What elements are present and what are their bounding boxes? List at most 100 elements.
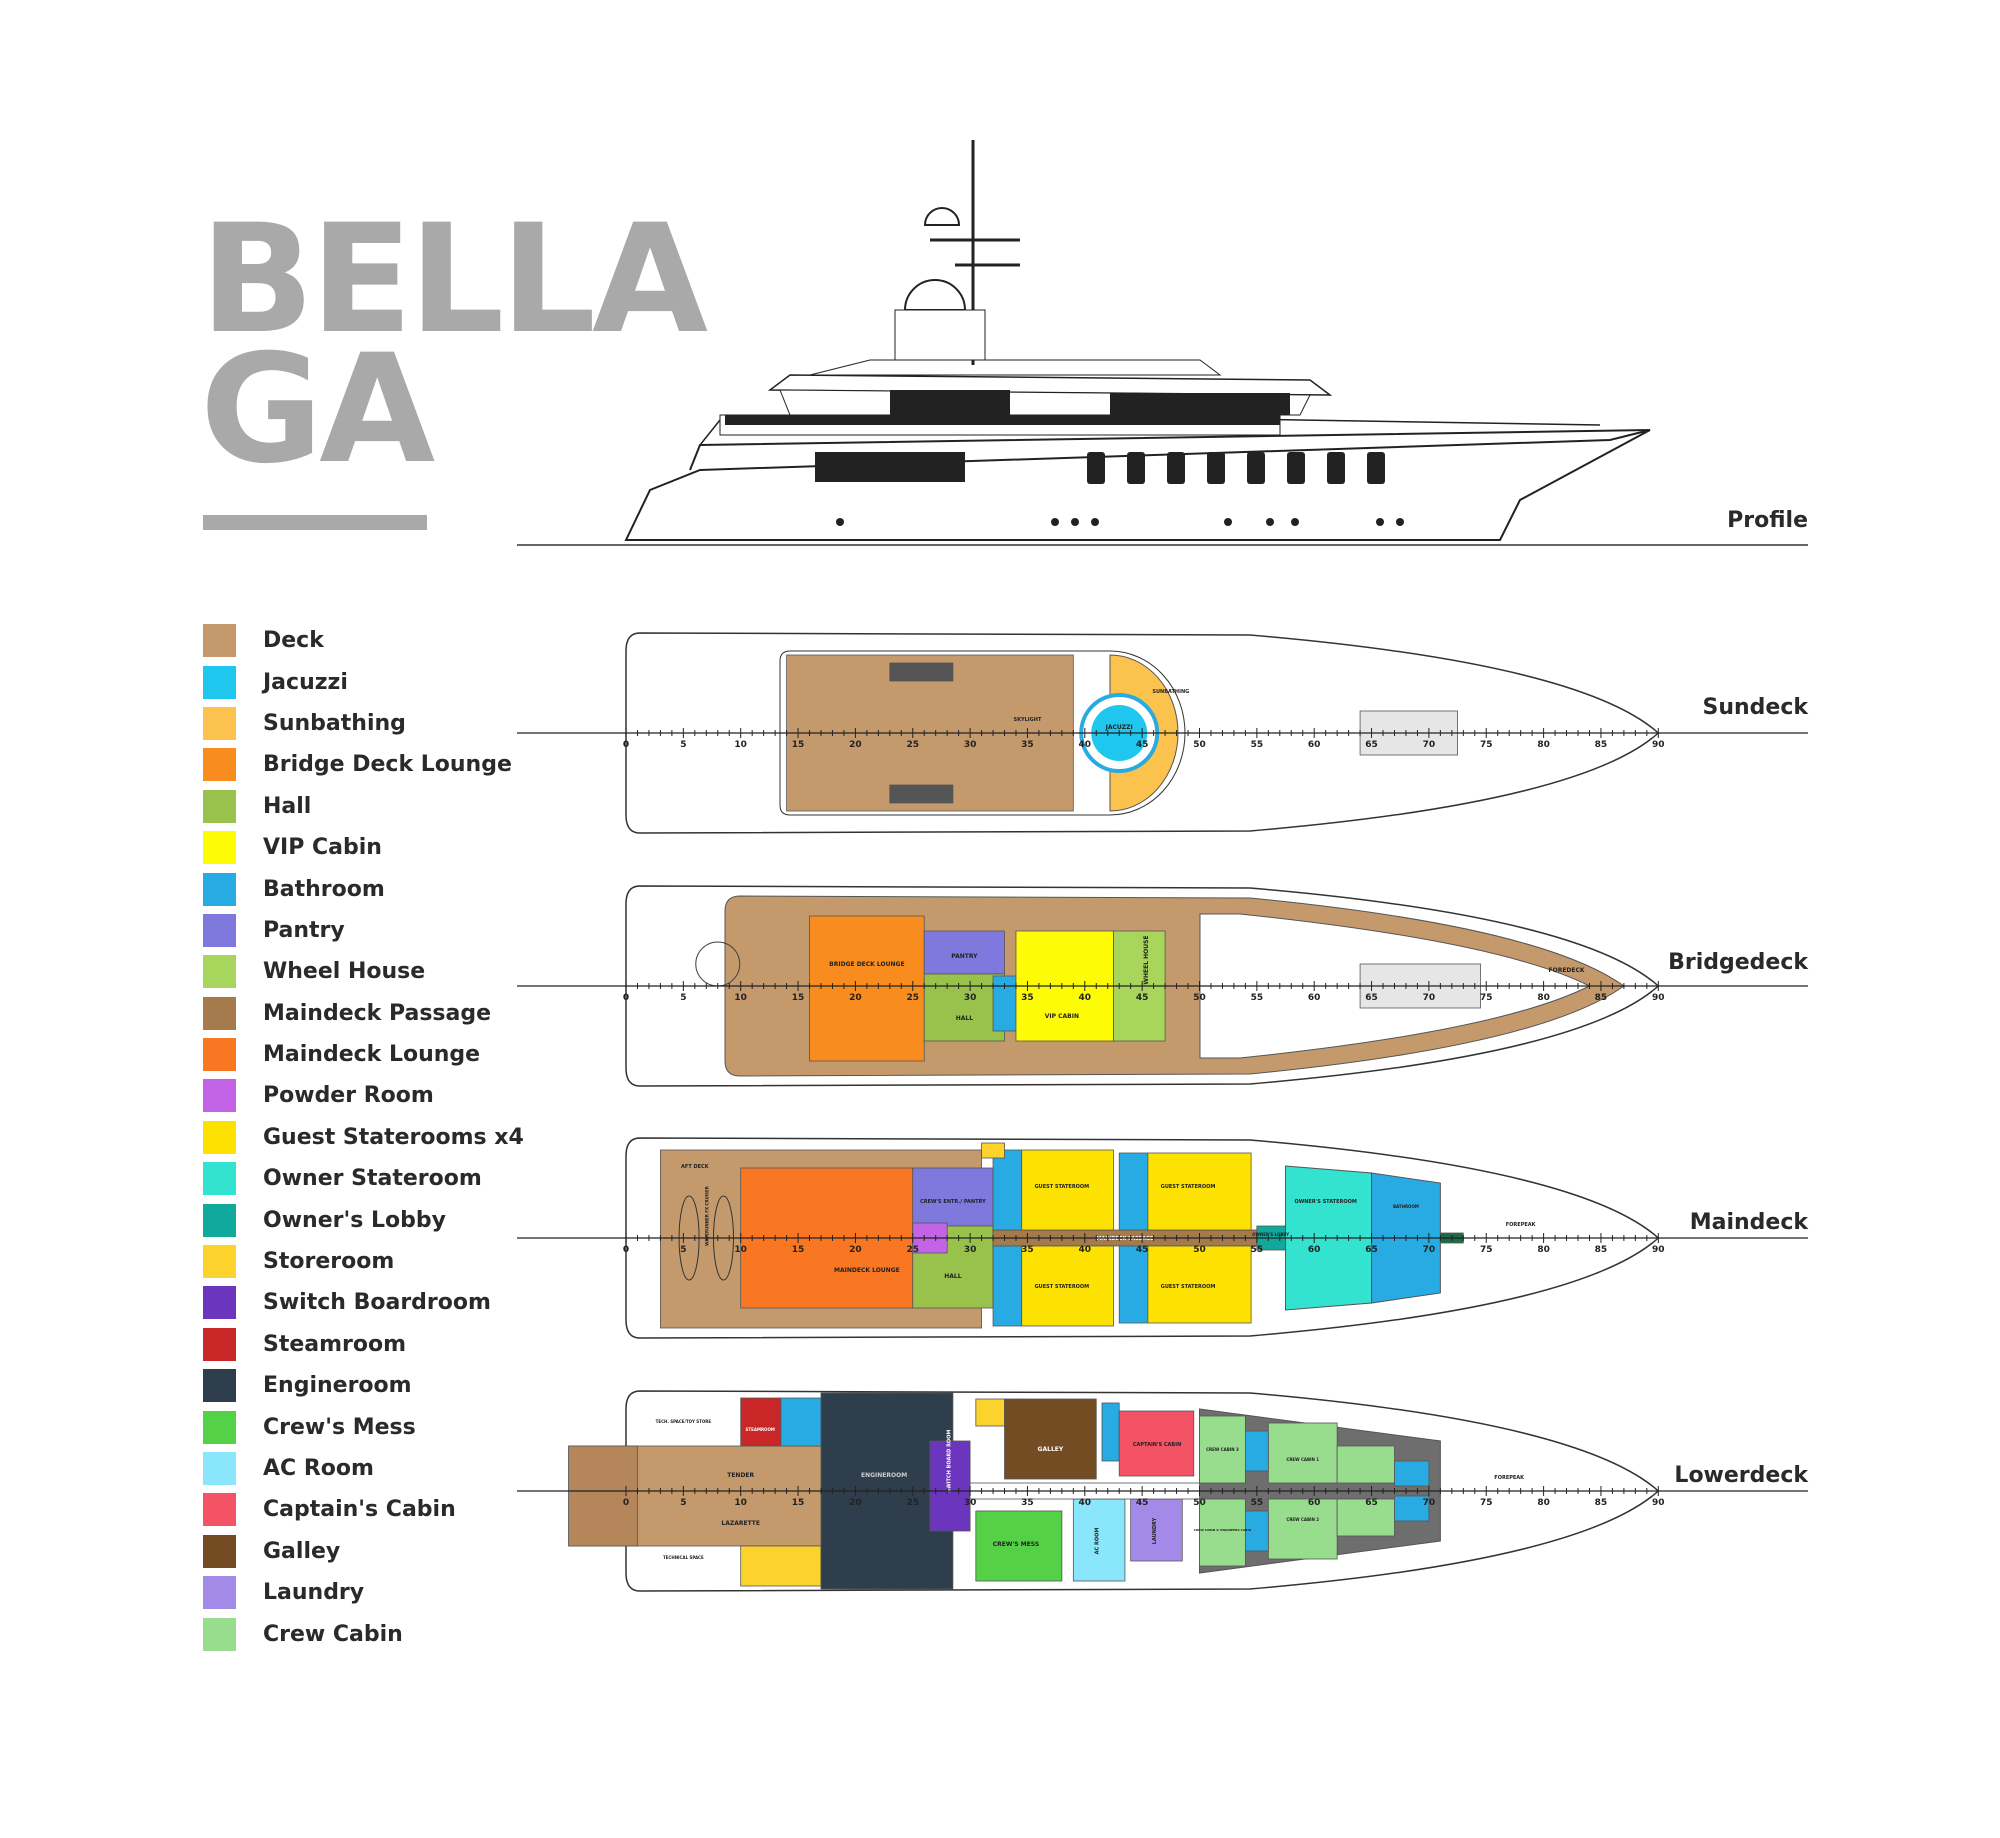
scale-tick-label: 75 <box>1480 740 1493 750</box>
scale-tick-label: 85 <box>1595 1245 1608 1255</box>
scale-tick-label: 0 <box>623 740 629 750</box>
scale-tick-label: 80 <box>1537 993 1550 1003</box>
legend-label: Owner's Lobby <box>263 1207 446 1233</box>
porthole <box>1091 518 1099 526</box>
scale-tick-label: 90 <box>1652 993 1665 1003</box>
guest-stateroom <box>1021 1149 1114 1231</box>
scale-tick-label: 70 <box>1423 1498 1436 1508</box>
legend-swatch <box>203 872 236 906</box>
room-label: HALL <box>944 1273 961 1280</box>
room-label: VIP CABIN <box>1045 1013 1079 1020</box>
scale-tick-label: 45 <box>1136 740 1149 750</box>
legend-label: Sunbathing <box>263 710 406 736</box>
legend-swatch <box>203 831 236 865</box>
guest-stateroom <box>1147 1245 1252 1324</box>
legend-label: Captain's Cabin <box>263 1497 456 1523</box>
legend-label: Bridge Deck Lounge <box>263 752 512 778</box>
scale-tick-label: 0 <box>623 993 629 1003</box>
legend-swatch <box>203 1493 236 1527</box>
scale-tick-label: 45 <box>1136 993 1149 1003</box>
swim-platform <box>568 1445 638 1547</box>
room-label: LAUNDRY <box>1152 1517 1158 1544</box>
scale-tick-label: 55 <box>1251 1245 1264 1255</box>
porthole <box>1051 518 1059 526</box>
room-label: HALL <box>956 1015 973 1022</box>
scale-tick-label: 20 <box>849 740 862 750</box>
steam-bathroom <box>780 1397 822 1447</box>
porthole <box>1266 518 1274 526</box>
scale-tick-label: 35 <box>1021 993 1034 1003</box>
legend-item: Laundry <box>203 1572 524 1613</box>
scale-tick-label: 5 <box>680 993 686 1003</box>
crew-cabin-1-berth <box>1336 1445 1395 1484</box>
scale-tick-label: 30 <box>964 1245 977 1255</box>
room-label: WHEEL HOUSE <box>1143 935 1150 984</box>
scale-tick-label: 65 <box>1365 1498 1378 1508</box>
scale-tick-label: 15 <box>792 993 805 1003</box>
legend-label: Storeroom <box>263 1249 395 1275</box>
scale-tick-label: 75 <box>1480 1498 1493 1508</box>
scale-tick-label: 15 <box>792 1498 805 1508</box>
satellite-dome <box>923 207 961 226</box>
legend-item: Bathroom <box>203 868 524 909</box>
dry-store <box>975 1398 1005 1427</box>
scale-tick-label: 5 <box>680 740 686 750</box>
legend-label: Owner Stateroom <box>263 1166 482 1192</box>
room-label: CREW'S ENTR./ PANTRY <box>920 1199 986 1205</box>
lower-storeroom <box>740 1545 822 1587</box>
storeroom <box>981 1142 1005 1159</box>
guest-label: GUEST STATEROOM <box>1161 1184 1216 1190</box>
legend-label: Switch Boardroom <box>263 1290 491 1316</box>
legend-label: Guest Staterooms x4 <box>263 1124 524 1150</box>
guest-bathroom <box>1118 1152 1149 1231</box>
legend-item: AC Room <box>203 1448 524 1489</box>
main-deck-windows <box>815 452 965 482</box>
scale-tick-label: 30 <box>964 1498 977 1508</box>
hull-porthole-window <box>1207 452 1225 484</box>
legend-item: VIP Cabin <box>203 827 524 868</box>
scale-tick-label: 65 <box>1365 993 1378 1003</box>
scale-tick-label: 80 <box>1537 1245 1550 1255</box>
room-label: TECH. SPACE/TOY STORE <box>656 1419 712 1424</box>
scale-tick-label: 35 <box>1021 1498 1034 1508</box>
title-underline <box>203 515 427 530</box>
porthole <box>1071 518 1079 526</box>
crew-bathroom <box>1244 1430 1269 1472</box>
legend-swatch <box>203 1369 236 1403</box>
hull-profile <box>624 429 1651 541</box>
legend-item: Jacuzzi <box>203 661 524 702</box>
hull-porthole-window <box>1247 452 1265 484</box>
legend-label: Deck <box>263 628 324 654</box>
room-label: AC ROOM <box>1095 1528 1101 1555</box>
scale-tick-label: 20 <box>849 1245 862 1255</box>
room-label: FOREPEAK <box>1494 1475 1525 1481</box>
scale-tick-label: 25 <box>906 1498 919 1508</box>
deck-label-lowerdeck: Lowerdeck <box>1674 1463 1808 1488</box>
scale-tick-label: 70 <box>1423 1245 1436 1255</box>
scale-tick-label: 45 <box>1136 1245 1149 1255</box>
legend-item: Storeroom <box>203 1241 524 1282</box>
scale-tick-label: 60 <box>1308 993 1321 1003</box>
legend-item: Crew Cabin <box>203 1613 524 1654</box>
legend-item: Bridge Deck Lounge <box>203 744 524 785</box>
room-label: SUNBATHING <box>1152 689 1189 695</box>
legend-swatch <box>203 1410 236 1444</box>
legend-item: Deck <box>203 620 524 661</box>
room-label: TECHNICAL SPACE <box>663 1555 704 1560</box>
legend-swatch <box>203 1576 236 1610</box>
legend-item: Crew's Mess <box>203 1406 524 1447</box>
guest-stateroom <box>1021 1245 1114 1327</box>
legend-swatch <box>203 1162 236 1196</box>
scale-tick-label: 10 <box>734 1245 747 1255</box>
deck-label-profile: Profile <box>1727 508 1808 533</box>
scale-tick-label: 60 <box>1308 740 1321 750</box>
room-label: CREW CABIN 1 <box>1286 1457 1319 1462</box>
deck-label-bridgedeck: Bridgedeck <box>1668 950 1808 975</box>
scale-tick-label: 65 <box>1365 740 1378 750</box>
deck-label-maindeck: Maindeck <box>1689 1210 1808 1235</box>
scale-tick-label: 65 <box>1365 1245 1378 1255</box>
scale-tick-label: 40 <box>1079 740 1092 750</box>
porthole <box>836 518 844 526</box>
scale-tick-label: 70 <box>1423 993 1436 1003</box>
